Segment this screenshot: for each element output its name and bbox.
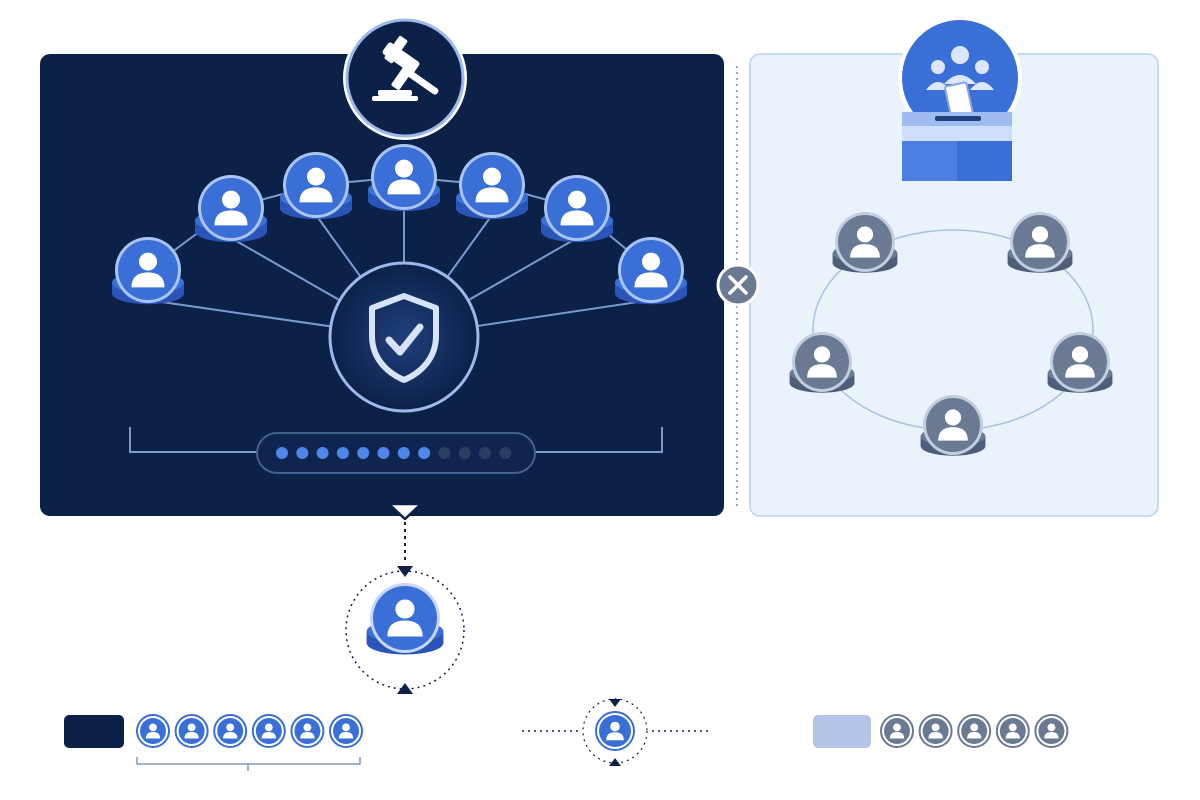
person-icon [928,723,943,739]
legend [64,698,1069,771]
progress-dot-filled [336,447,349,459]
legend-person-icon [251,714,286,748]
progress-dot-filled [397,447,410,459]
legend-bracket [136,757,361,771]
person-icon [634,252,668,288]
progress-dot-empty [438,447,451,459]
separator-badge [716,263,760,307]
progress-dot-filled [316,447,329,459]
close-icon [728,275,748,295]
person-icon [938,409,968,441]
ballot-box-icon [902,46,1012,181]
member-node [368,144,440,212]
progress-dot-filled [357,447,370,459]
validator-hub [328,261,480,413]
member-node [1047,332,1113,393]
peer-members [789,212,1113,456]
selected-member [345,570,465,694]
legend-person-icon [136,714,170,748]
member-node [112,237,184,305]
voting-badge [898,16,1022,181]
person-icon [299,167,333,203]
progress-dot-filled [276,447,288,459]
person-icon [807,346,837,378]
person-icon [850,226,880,258]
member-node [456,152,528,220]
member-node [789,332,855,393]
progress-dot-empty [479,447,491,459]
legend-centralized-swatch [64,715,124,748]
person-icon [145,723,161,739]
legend-peer-members [880,714,1069,748]
person-icon [606,721,624,741]
person-icon [1044,723,1059,739]
progress-track [256,432,536,474]
person-icon [967,723,982,739]
member-node [1007,212,1073,273]
person-icon [475,167,509,203]
legend-person-icon [329,714,363,748]
person-icon [387,159,421,195]
member-node [366,583,444,655]
progress-dot-filled [377,447,390,459]
authority-members [112,144,687,305]
legend-person-icon [595,711,635,751]
person-icon [889,723,905,739]
person-icon [214,190,248,226]
member-node [615,237,687,305]
progress-dot-empty [499,447,512,459]
legend-selected-member [595,711,635,751]
member-node [280,152,352,220]
person-icon [560,190,594,226]
member-node [832,212,898,273]
progress-dot-filled [418,447,431,459]
legend-person-icon [957,714,992,748]
person-icon [1065,346,1095,378]
person-icon [223,723,238,739]
authority-badge [343,16,467,140]
member-node [541,175,613,243]
legend-decentralized-swatch [813,715,871,748]
legend-person-icon [174,714,209,748]
shield-check-icon [369,293,439,383]
member-node [920,395,986,456]
person-icon [300,723,315,739]
person-icon [261,723,276,739]
legend-person-icon [918,714,953,748]
legend-person-icon [1034,714,1069,748]
person-icon [387,599,423,637]
progress-dot-filled [296,447,309,459]
legend-person-icon [213,714,248,748]
legend-selected [522,698,712,766]
person-icon [1005,723,1020,739]
progress-dots [276,447,512,459]
person-icon [1025,226,1055,258]
member-node [195,175,267,243]
legend-person-icon [290,714,325,748]
person-icon [131,252,165,288]
legend-person-icon [880,714,914,748]
person-icon [184,723,199,739]
legend-person-icon [995,714,1030,748]
progress-dot-empty [458,447,471,459]
legend-centralized-members [136,714,363,748]
person-icon [338,723,354,739]
gavel-icon [372,36,439,101]
